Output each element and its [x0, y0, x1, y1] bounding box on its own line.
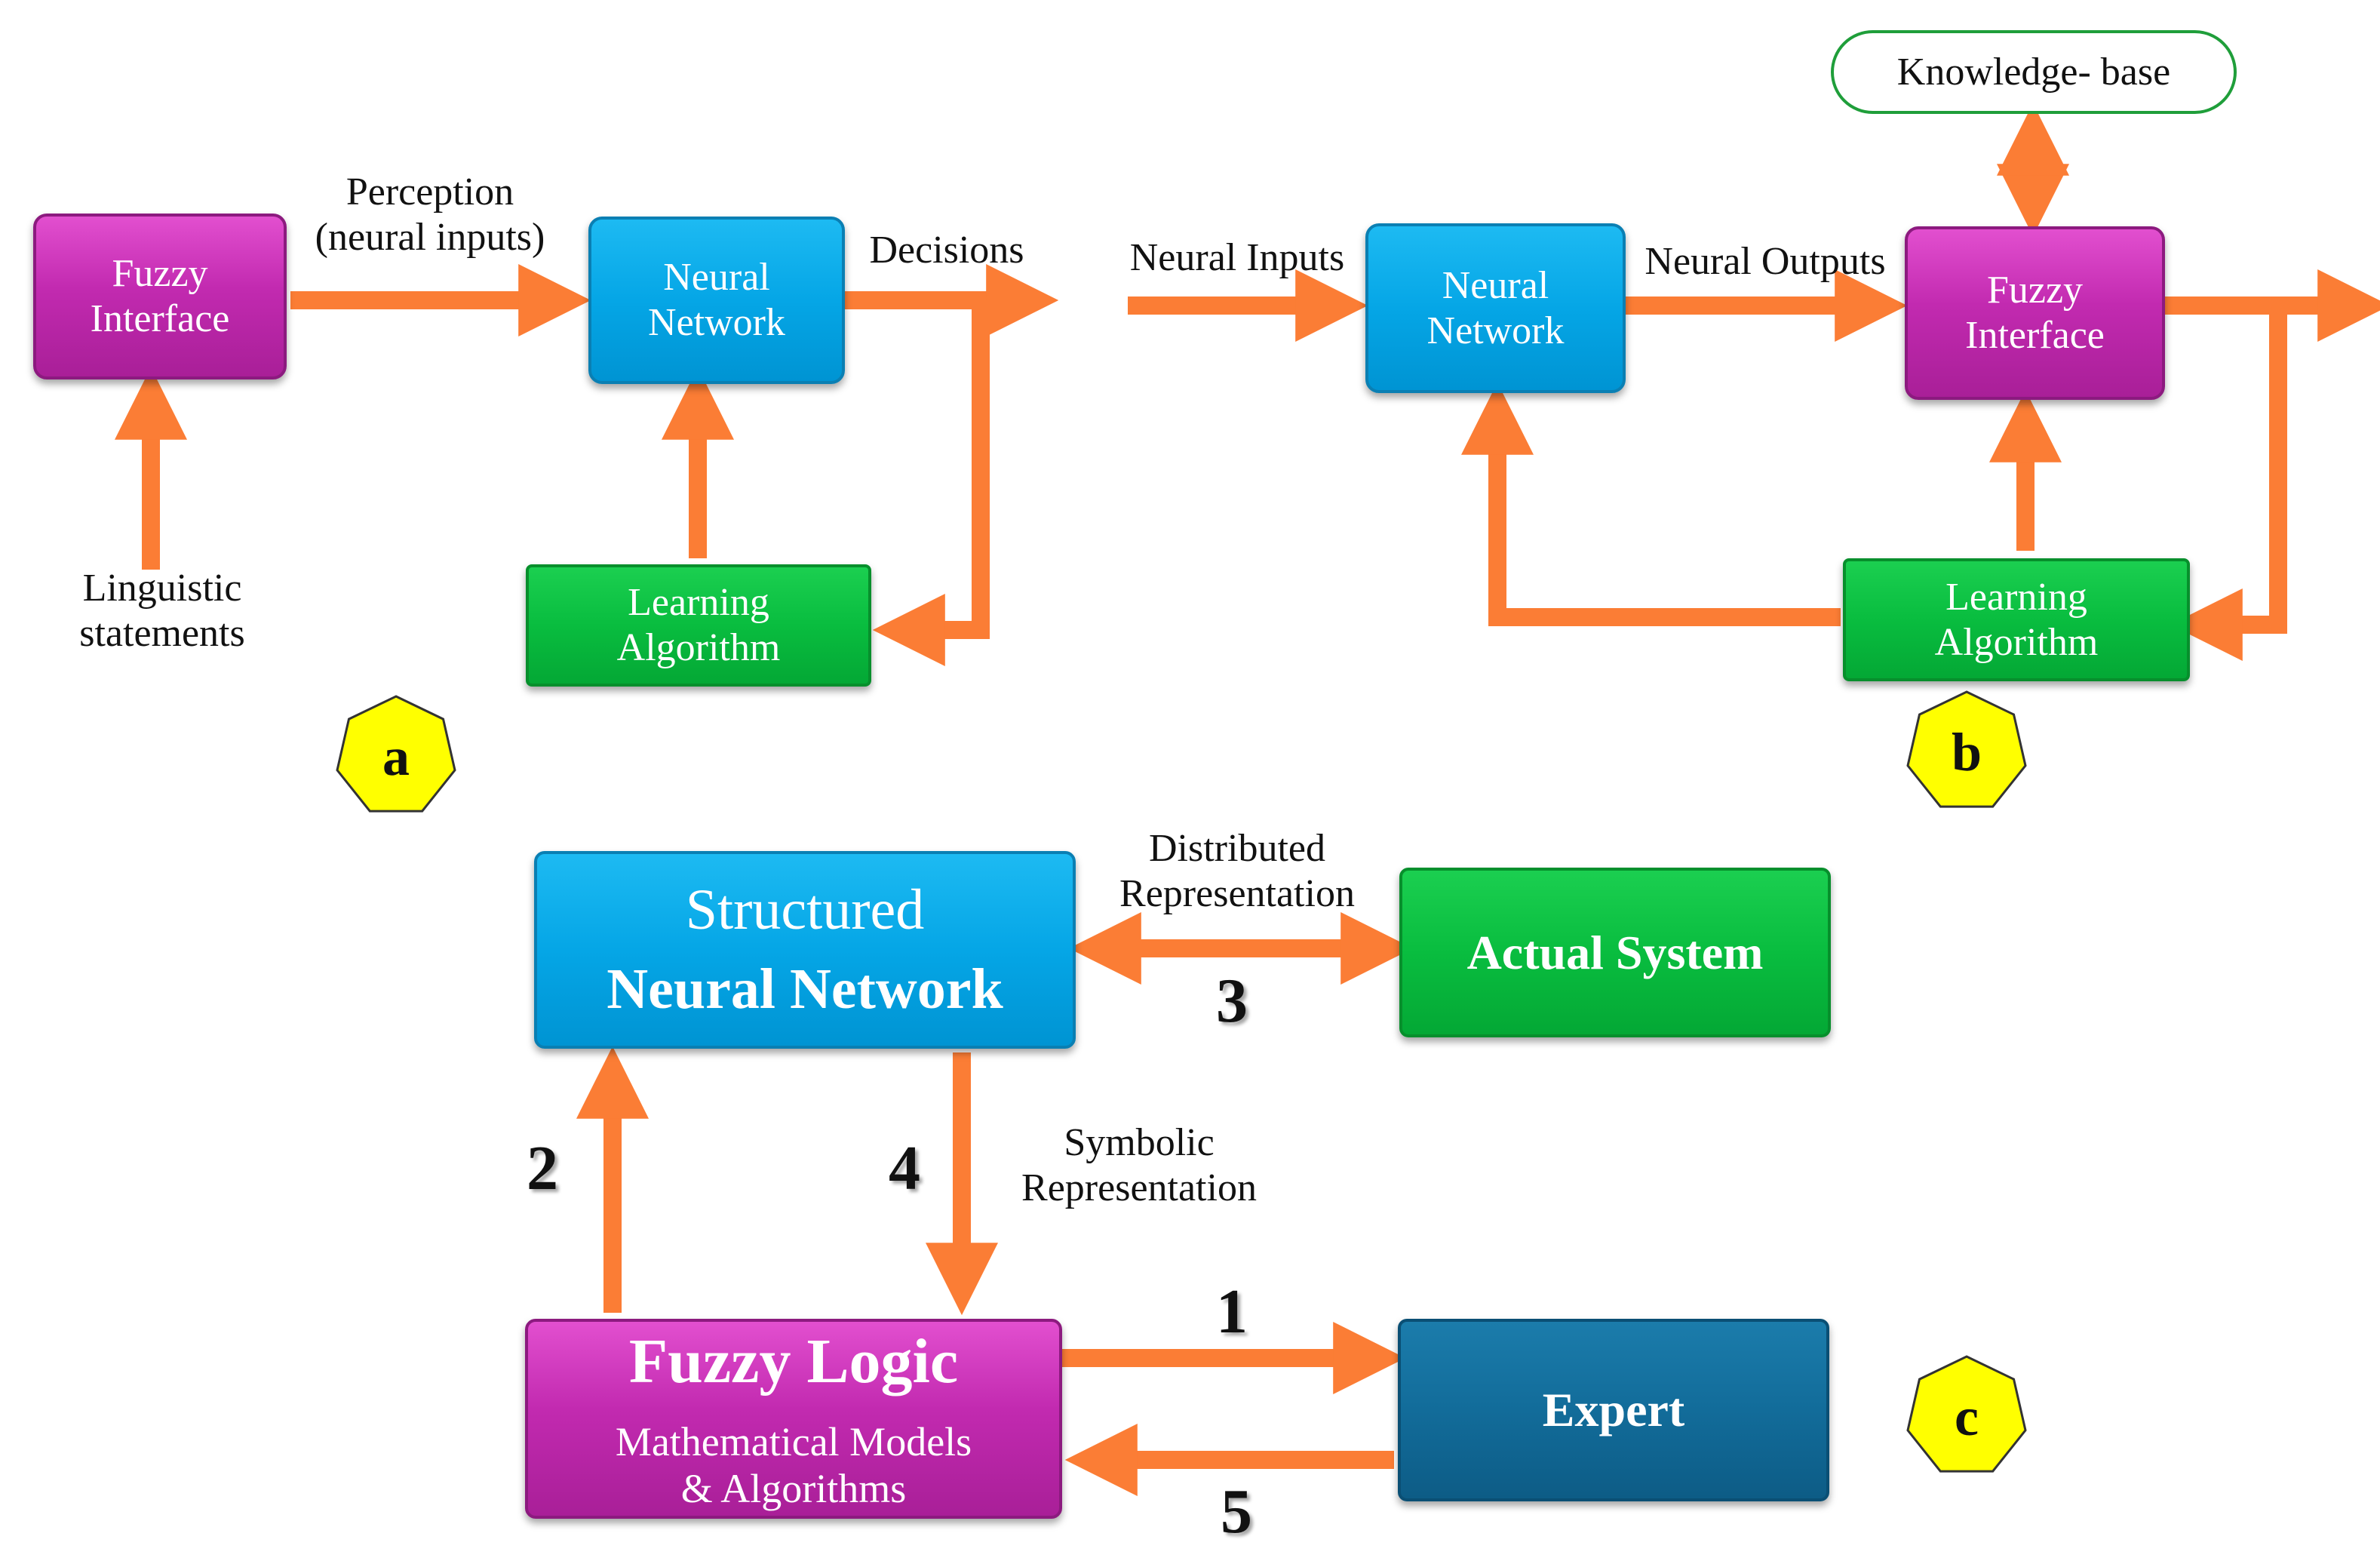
step-number-5: 5	[1221, 1476, 1252, 1547]
label-neural-inputs: Neural Inputs	[1129, 236, 1345, 279]
step-number-4: 4	[889, 1133, 920, 1203]
label-distributed-line2: Representation	[1119, 871, 1355, 915]
badge-c-letter: c	[1955, 1386, 1979, 1447]
step-number-3: 3	[1216, 966, 1248, 1036]
arrow-a-feedback	[872, 300, 990, 666]
learning-algorithm-b-line2: Algorithm	[1934, 620, 2099, 664]
label-distributed-line1: Distributed	[1149, 827, 1325, 870]
fuzzy-interface-box-b: Fuzzy Interface	[1905, 226, 2165, 400]
fuzzy-interface-a-line2: Interface	[90, 297, 230, 340]
neural-network-b-line2: Network	[1426, 309, 1565, 352]
actual-system-box: Actual System	[1399, 868, 1831, 1037]
structured-nn-line1: Structured	[685, 877, 925, 942]
badge-c: c	[1902, 1353, 2031, 1481]
label-symbolic-line2: Representation	[1021, 1166, 1257, 1209]
knowledge-base-box: Knowledge- base	[1831, 30, 2237, 114]
expert-box: Expert	[1398, 1319, 1829, 1501]
neural-network-box-b: Neural Network	[1365, 223, 1626, 393]
neural-network-a-line2: Network	[648, 301, 785, 344]
arrow-b-feedback	[2170, 306, 2287, 661]
fuzzy-logic-sub2: & Algorithms	[680, 1465, 907, 1511]
structured-neural-network-box: Structured Neural Network	[534, 851, 1076, 1049]
neural-network-box-a: Neural Network	[588, 217, 845, 384]
badge-a: a	[332, 693, 460, 821]
fuzzy-logic-sub1: Mathematical Models	[615, 1418, 972, 1464]
learning-algorithm-b-line1: Learning	[1945, 575, 2087, 619]
arrow-b-learning-to-nn	[1461, 382, 1841, 626]
label-symbolic-representation: Symbolic Representation	[988, 1120, 1290, 1211]
label-neural-outputs: Neural Outputs	[1645, 240, 1886, 283]
learning-algorithm-a-line2: Algorithm	[616, 626, 781, 669]
learning-algorithm-box-a: Learning Algorithm	[526, 564, 871, 687]
learning-algorithm-box-b: Learning Algorithm	[1843, 558, 2190, 681]
label-linguistic-statements: Linguistic statements	[30, 566, 294, 656]
badge-b-letter: b	[1951, 721, 1982, 782]
neural-network-b-line1: Neural	[1442, 263, 1549, 307]
step-number-2: 2	[527, 1133, 558, 1203]
label-distributed-representation: Distributed Representation	[1086, 826, 1388, 917]
learning-algorithm-a-line1: Learning	[628, 581, 769, 625]
fuzzy-logic-box: Fuzzy Logic Mathematical Models & Algori…	[525, 1319, 1062, 1519]
label-linguistic-line2: statements	[79, 611, 245, 655]
label-symbolic-line1: Symbolic	[1064, 1121, 1215, 1164]
label-decisions: Decisions	[869, 229, 1024, 272]
step-number-1: 1	[1216, 1277, 1248, 1347]
badge-a-letter: a	[382, 726, 410, 787]
label-perception: Perception (neural inputs)	[287, 170, 573, 260]
badge-b: b	[1902, 688, 2031, 816]
actual-system-label: Actual System	[1466, 925, 1764, 979]
fuzzy-interface-b-line1: Fuzzy	[1986, 269, 2084, 312]
label-linguistic-line1: Linguistic	[82, 567, 242, 610]
fuzzy-interface-b-line2: Interface	[1965, 314, 2105, 357]
label-perception-line1: Perception	[345, 171, 514, 214]
label-perception-line2: (neural inputs)	[315, 215, 545, 259]
fuzzy-interface-a-line1: Fuzzy	[112, 252, 208, 296]
fuzzy-logic-title: Fuzzy Logic	[628, 1326, 959, 1397]
neural-network-a-line1: Neural	[663, 256, 770, 300]
expert-label: Expert	[1542, 1383, 1685, 1437]
fuzzy-interface-box-a: Fuzzy Interface	[33, 214, 287, 379]
structured-nn-line2: Neural Network	[607, 957, 1003, 1021]
